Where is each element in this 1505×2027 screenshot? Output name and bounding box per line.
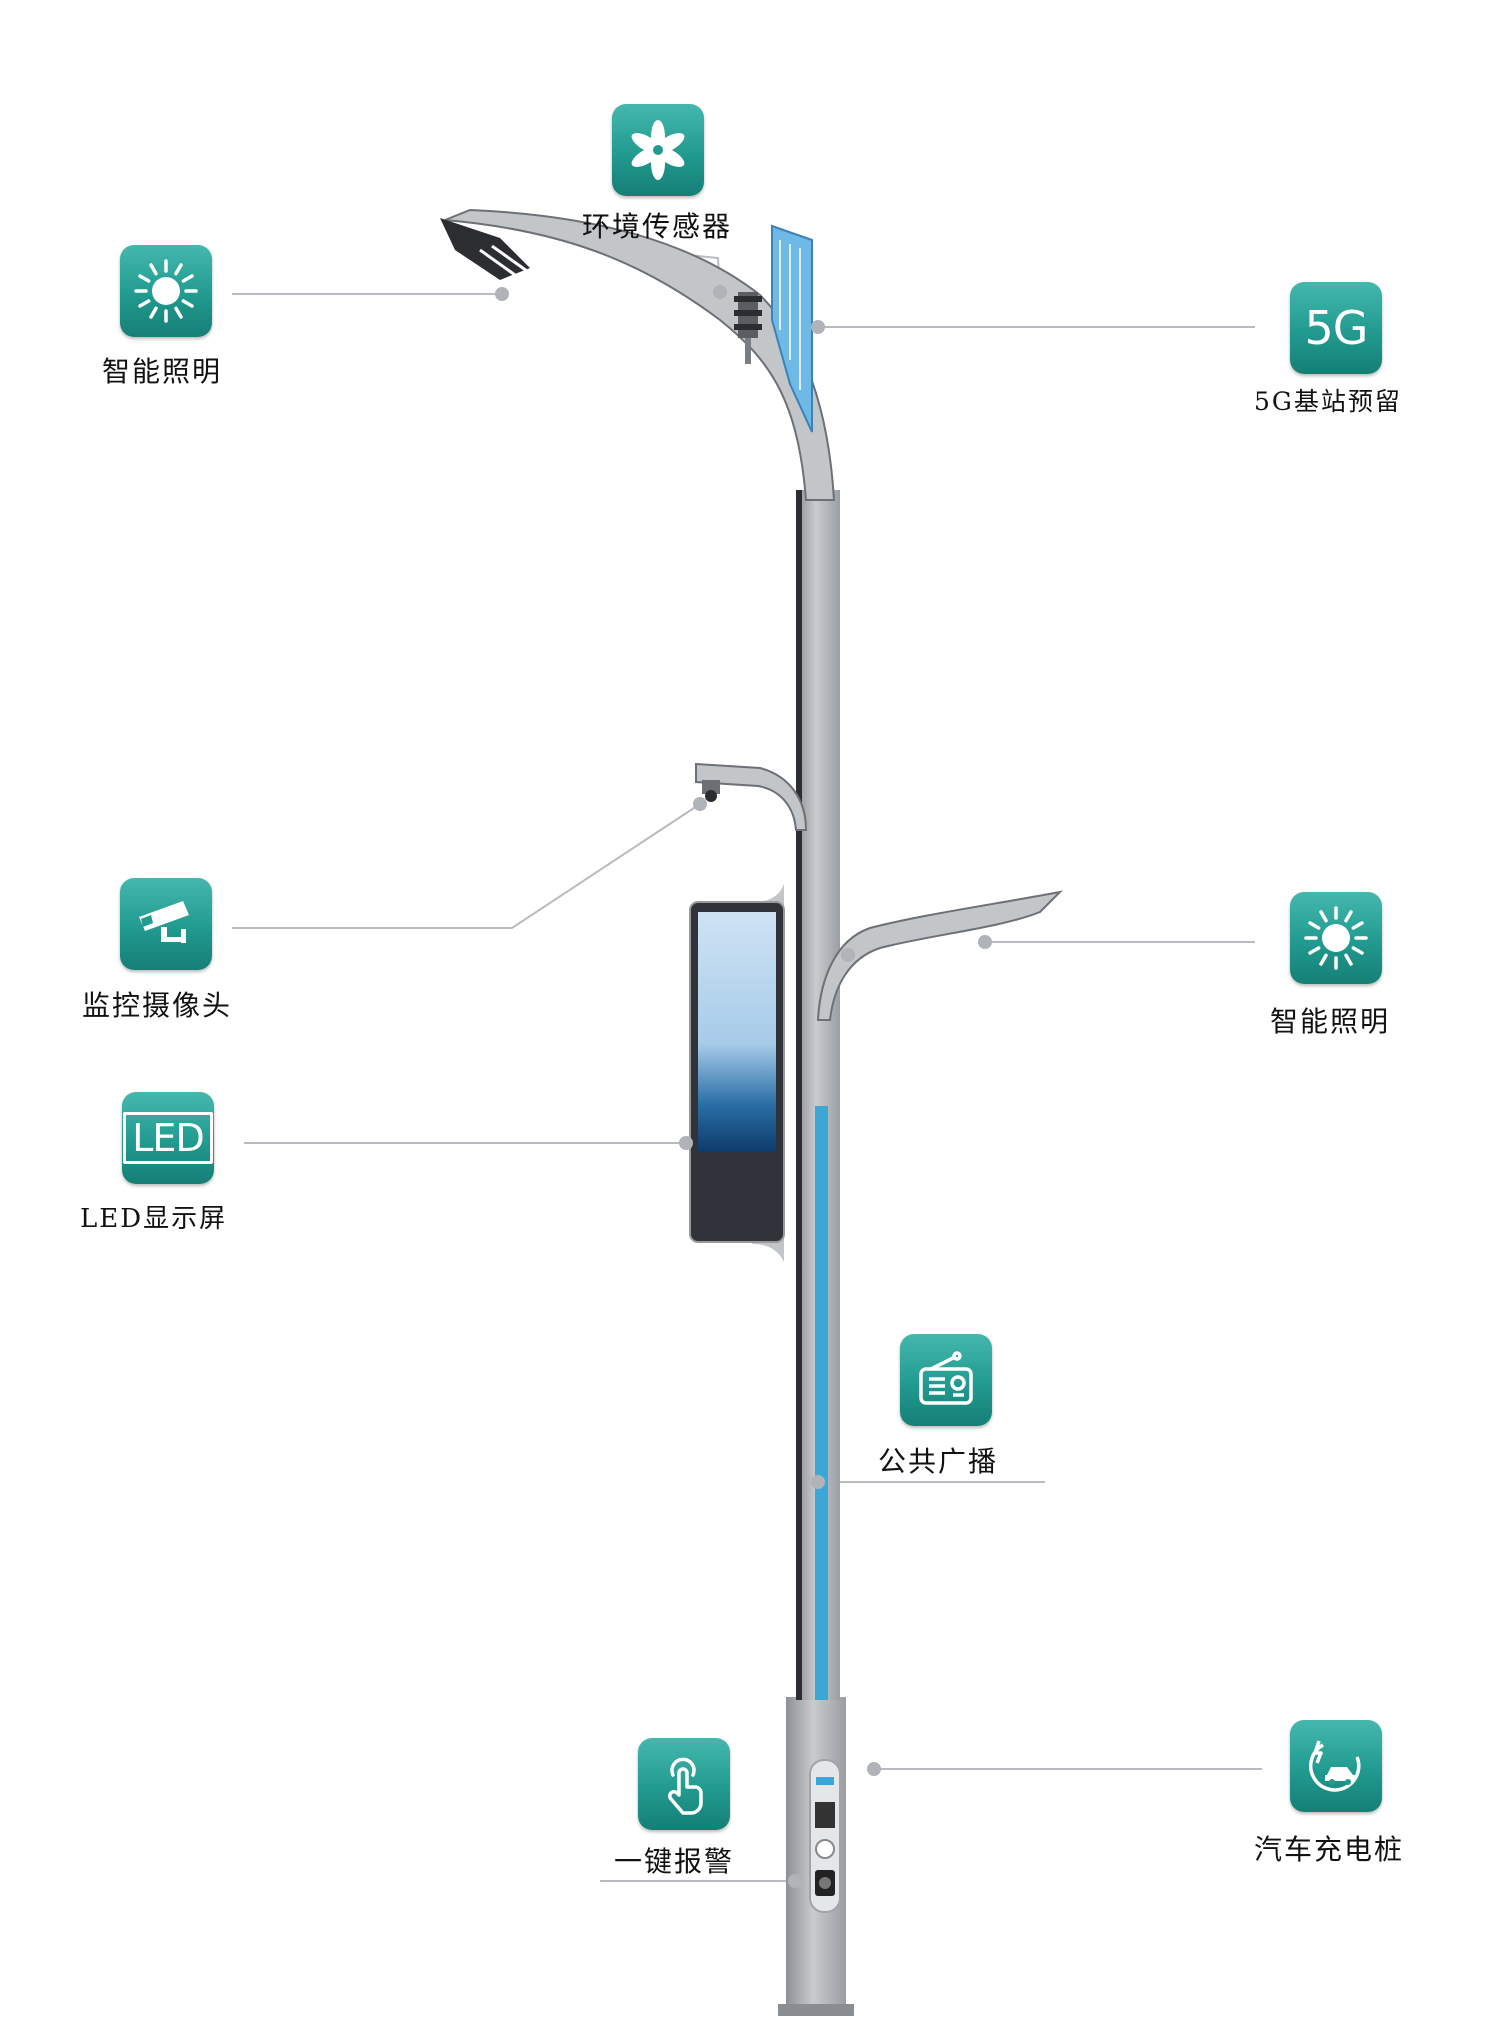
ev-charging-icon (1290, 1720, 1382, 1812)
led-label: LED显示屏 (80, 1204, 228, 1234)
led-screen-display (698, 912, 776, 1152)
light-top-label: 智能照明 (102, 355, 223, 388)
env-sensor-label: 环境传感器 (582, 210, 733, 243)
led-icon-text: LED (123, 1112, 213, 1164)
camera-label: 监控摄像头 (82, 989, 233, 1022)
cctv-camera-icon (120, 878, 212, 970)
charging-label: 汽车充电桩 (1254, 1833, 1405, 1866)
led-icon: LED (122, 1092, 214, 1184)
sun-icon (120, 245, 212, 337)
5g-label: 5G基站预留 (1254, 387, 1402, 416)
5g-icon: 5G (1290, 282, 1382, 374)
callout-dots (495, 285, 992, 1888)
camera-arm (695, 762, 808, 831)
5g-panel (771, 224, 813, 433)
touch-hand-icon (638, 1738, 730, 1830)
pole-accent-strip (815, 1106, 828, 1700)
top-luminaire-arm (444, 208, 836, 501)
mid-luminaire-arm (816, 890, 1063, 1021)
alarm-label: 一键报警 (614, 1845, 735, 1878)
sun-icon (1290, 892, 1382, 984)
light-mid-label: 智能照明 (1270, 1005, 1391, 1038)
radio-icon (900, 1334, 992, 1426)
5g-icon-text: 5G (1304, 301, 1369, 355)
broadcast-label: 公共广播 (878, 1445, 999, 1478)
pole-base (778, 1697, 854, 2016)
env-sensor-device (734, 292, 762, 364)
flower-icon (612, 104, 704, 196)
leader-camera (232, 803, 701, 929)
leader-lines (232, 246, 1262, 1882)
